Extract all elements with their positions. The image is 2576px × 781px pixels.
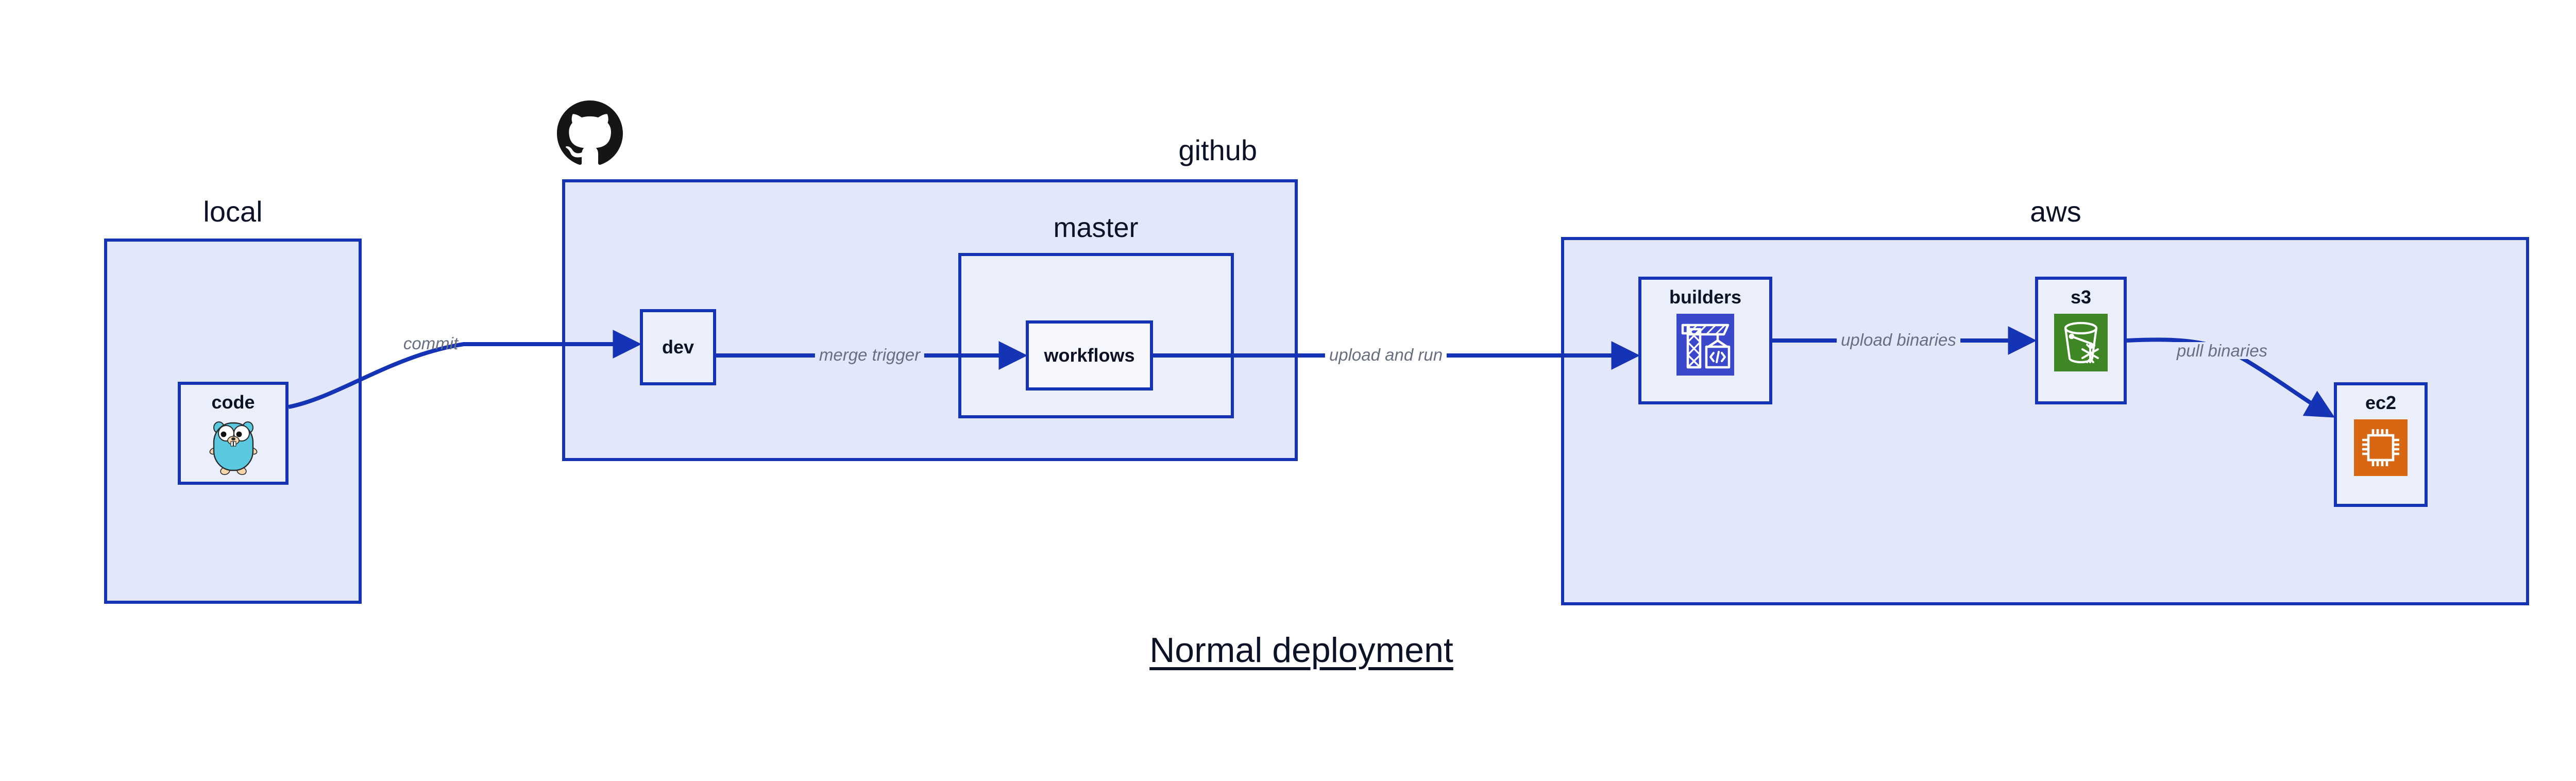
node-workflows[interactable]: workflows — [1026, 320, 1153, 390]
node-dev-label: dev — [662, 336, 694, 358]
go-gopher-icon — [208, 419, 259, 478]
diagram-title: Normal deployment — [1149, 631, 1453, 670]
group-aws-label: aws — [2030, 195, 2081, 228]
edge-commit-label: commit — [403, 334, 459, 353]
node-code-label: code — [211, 392, 255, 413]
node-s3[interactable]: s3 — [2035, 277, 2127, 404]
node-builders-label: builders — [1669, 286, 1742, 308]
node-ec2[interactable]: ec2 — [2334, 382, 2428, 507]
node-dev[interactable]: dev — [640, 309, 716, 385]
node-builders[interactable]: builders — [1638, 277, 1772, 404]
edge-merge-trigger-label: merge trigger — [815, 346, 925, 363]
github-octocat-icon — [557, 100, 623, 166]
group-github-label: github — [1178, 134, 1257, 166]
edge-upload-and-run-label: upload and run — [1325, 346, 1447, 363]
edge-pull-binaries-label: pull binaries — [2172, 342, 2272, 359]
node-workflows-label: workflows — [1044, 345, 1135, 366]
aws-codebuild-icon — [1676, 314, 1734, 378]
aws-s3-glacier-icon — [2054, 314, 2108, 374]
node-s3-label: s3 — [2070, 286, 2092, 308]
group-local-label: local — [203, 195, 263, 228]
group-master-label: master — [1053, 212, 1139, 243]
edge-upload-binaries-label: upload binaries — [1837, 331, 1960, 348]
aws-ec2-icon — [2354, 419, 2408, 479]
node-code[interactable]: code — [178, 382, 289, 485]
node-ec2-label: ec2 — [2365, 392, 2397, 413]
